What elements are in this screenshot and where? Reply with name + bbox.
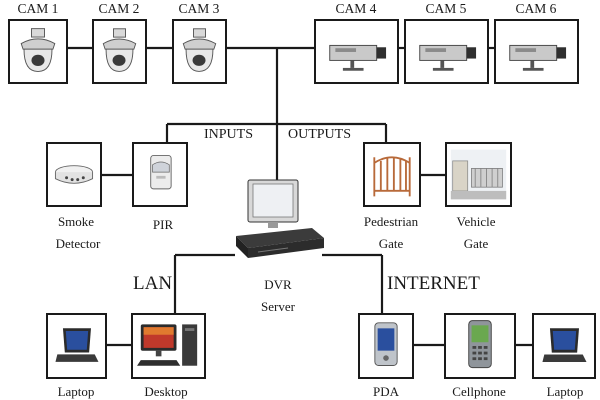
cam-3-label: CAM 3 [178, 1, 220, 16]
cam-1-label: CAM 1 [17, 1, 59, 16]
cam-5-box [404, 19, 489, 84]
lan-laptop-label: Laptop [57, 384, 95, 399]
cam-3-box [172, 19, 227, 84]
dome-camera-icon [102, 28, 137, 72]
vehicle-label-line2: Gate [463, 236, 489, 251]
vehicle-label-line1: Vehicle [456, 214, 496, 229]
dvr-label-line2: Server [261, 299, 295, 314]
vehicle-gate-box [445, 142, 512, 207]
vehicle-gate-icon [450, 149, 507, 200]
cam-1-box [8, 19, 68, 84]
cam-4-box [314, 19, 399, 84]
cam-2-label: CAM 2 [98, 1, 140, 16]
laptop-icon [55, 328, 99, 362]
dome-camera-icon [20, 28, 56, 73]
pda-box [358, 313, 414, 379]
desktop-icon [137, 324, 198, 366]
cellphone-icon [468, 320, 492, 369]
box-camera-icon [419, 44, 477, 71]
dvr-server-icon [236, 179, 324, 258]
lan-heading: LAN [133, 273, 173, 294]
pir-sensor-icon [150, 155, 172, 190]
inputs-heading: INPUTS [204, 127, 254, 142]
cellphone-label: Cellphone [452, 384, 506, 399]
lan-laptop-box [46, 313, 107, 379]
cam-6-label: CAM 6 [515, 1, 557, 16]
desktop-box [131, 313, 206, 379]
pedestrian-gate-box [363, 142, 421, 207]
pedestrian-label-line1: Pedestrian [363, 214, 419, 229]
dvr-label-line1: DVR [264, 277, 292, 292]
pda-icon [374, 322, 398, 366]
cam-2-box [92, 19, 147, 84]
cam-5-label: CAM 5 [425, 1, 467, 16]
smoke-detector-box [46, 142, 102, 207]
smoke-label-line2: Detector [55, 236, 101, 251]
pir-box [132, 142, 188, 207]
box-camera-icon [329, 44, 387, 71]
pir-label: PIR [152, 217, 174, 232]
pedestrian-label-line2: Gate [378, 236, 404, 251]
smoke-detector-icon [54, 165, 94, 184]
pda-label: PDA [372, 384, 400, 399]
internet-laptop-label: Laptop [546, 384, 584, 399]
pedestrian-gate-icon [373, 156, 411, 197]
outputs-heading: OUTPUTS [288, 127, 352, 142]
cam-4-label: CAM 4 [335, 1, 377, 16]
desktop-label: Desktop [144, 384, 188, 399]
cam-6-box [494, 19, 579, 84]
box-camera-icon [509, 44, 567, 71]
laptop-icon [542, 328, 587, 362]
smoke-label-line1: Smoke [57, 214, 95, 229]
cellphone-box [444, 313, 516, 379]
dome-camera-icon [182, 28, 217, 72]
internet-heading: INTERNET [387, 273, 480, 294]
internet-laptop-box [532, 313, 596, 379]
